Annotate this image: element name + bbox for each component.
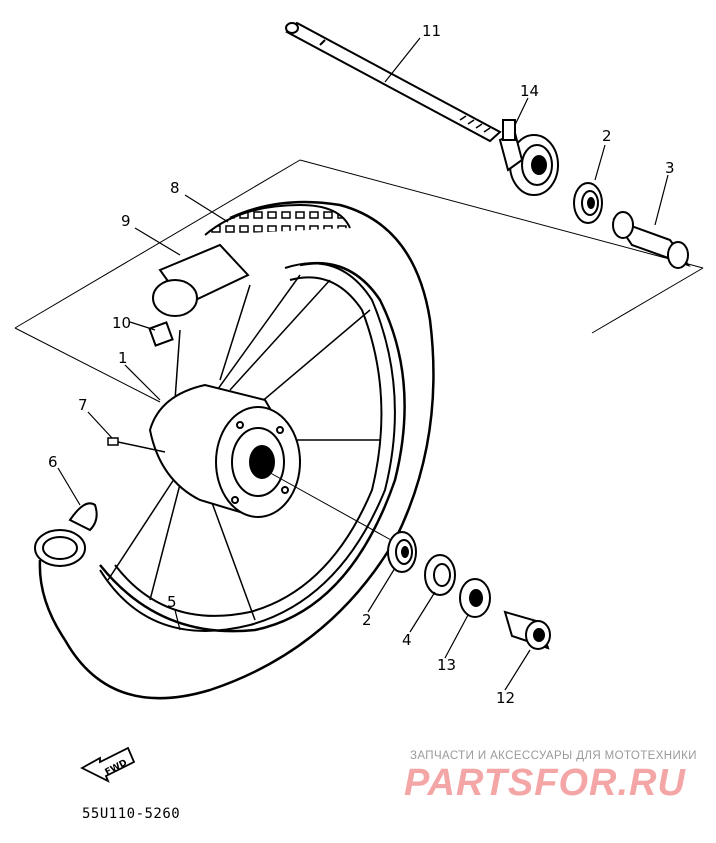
callout-labels: 11 14 2 3 8 9 10 1 7 6 5 2 4 13 12	[48, 22, 675, 707]
bearing-lower	[387, 531, 417, 573]
spoke-nipple	[107, 437, 166, 453]
tube-and-valve	[148, 243, 250, 347]
callout-11: 11	[422, 22, 441, 40]
speedometer-gear-unit	[498, 119, 559, 196]
watermark-logo: PARTSFOR.RU	[404, 762, 686, 804]
callout-12: 12	[496, 689, 515, 707]
callout-8: 8	[170, 179, 180, 197]
spokes	[107, 274, 380, 621]
spacer-collar	[612, 211, 691, 269]
front-axle	[285, 21, 502, 143]
callout-14: 14	[520, 82, 539, 100]
callout-9: 9	[121, 212, 131, 230]
callout-10: 10	[112, 314, 131, 332]
wheel-hub	[148, 383, 302, 518]
collar-12	[503, 610, 551, 650]
reference-frame-lines	[14, 159, 704, 403]
callout-7: 7	[78, 396, 88, 414]
diagram-part-code: 55U110-5260	[82, 806, 181, 822]
oil-seal	[424, 554, 456, 596]
watermark-caption: ЗАПЧАСТИ И АКСЕССУАРЫ ДЛЯ МОТОТЕХНИКИ	[410, 750, 697, 762]
forward-direction-arrow: FWD	[80, 746, 136, 783]
callout-4: 4	[402, 631, 412, 649]
rim	[99, 262, 396, 632]
callout-2-upper: 2	[602, 127, 612, 145]
callout-5: 5	[167, 593, 177, 611]
rim-band	[34, 502, 98, 567]
callout-13: 13	[437, 656, 456, 674]
bearing-upper	[573, 182, 603, 224]
leader-lines	[57, 37, 669, 691]
callout-6: 6	[48, 453, 58, 471]
collar-13	[459, 578, 491, 618]
callout-1: 1	[118, 349, 128, 367]
axle-center-line	[264, 469, 401, 546]
tire	[38, 200, 435, 700]
callout-2-lower: 2	[362, 611, 372, 629]
callout-3: 3	[665, 159, 675, 177]
